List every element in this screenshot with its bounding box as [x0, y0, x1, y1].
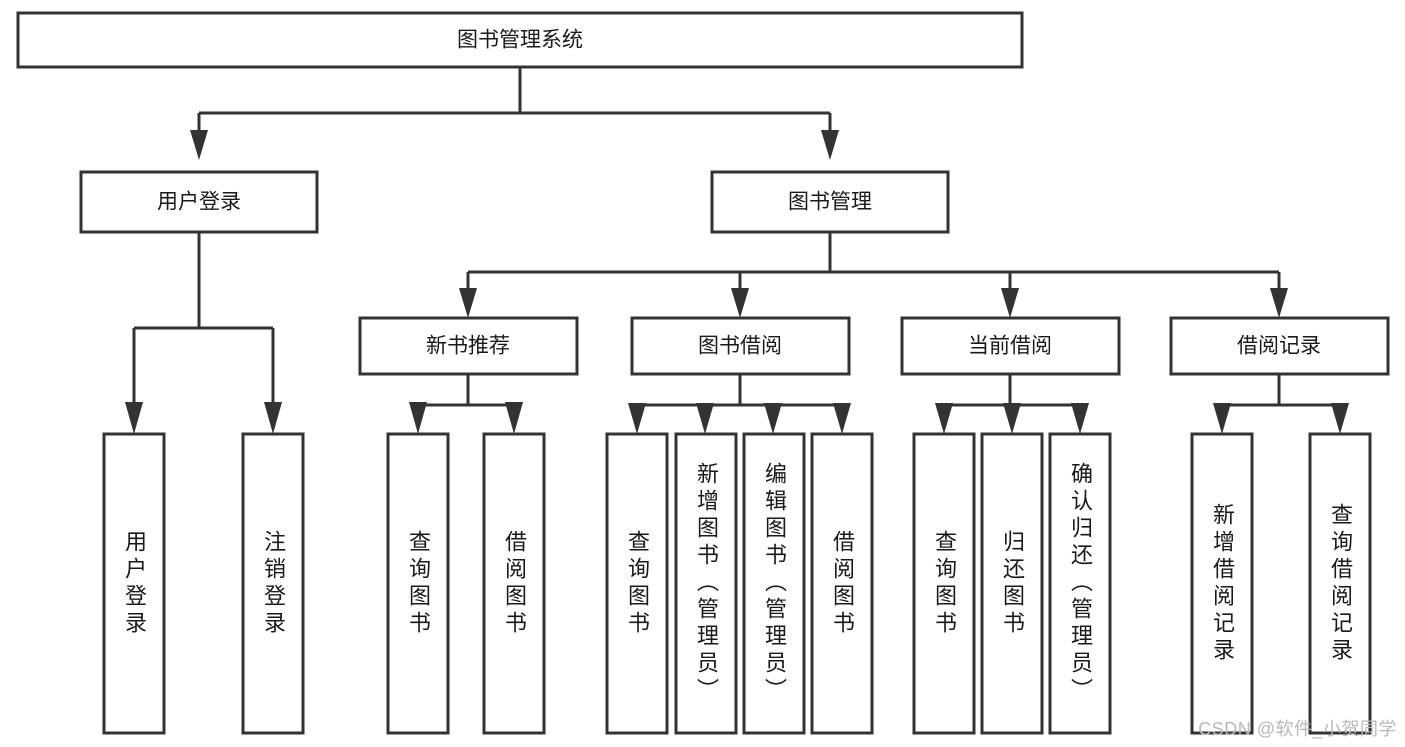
arrow-head-newbook [459, 288, 477, 318]
node-box-leaf-newbook-query[interactable] [386, 432, 450, 735]
connector-group-borrowrecord [1213, 374, 1349, 434]
arrow-head-bookmgmt [821, 130, 839, 160]
node-label-new-book-recommend: 新书推荐 [426, 335, 510, 358]
connector-group-bookmgmt [459, 232, 1288, 318]
arrow-head-userlogin [190, 130, 208, 160]
arrow-head-leaf-newbook-2 [505, 402, 523, 434]
arrow-head-borrowrecord [1270, 288, 1288, 318]
node-label-book-management: 图书管理 [788, 191, 872, 214]
node-box-leaf-bookborrow-edit[interactable] [742, 432, 806, 735]
connector-group-bookborrow [628, 374, 851, 434]
node-box-leaf-user-login-logout[interactable] [241, 432, 305, 735]
arrow-head-currentborrow [1001, 288, 1019, 318]
node-box-book-borrow[interactable] [630, 316, 851, 376]
arrow-head-leaf-currentborrow-2 [1003, 403, 1021, 434]
arrow-head-leaf-newbook-1 [409, 402, 427, 434]
connector-group-userlogin [125, 232, 282, 434]
arrow-head-leaf-user-login-1 [125, 402, 143, 434]
arrow-head-leaf-bookborrow-2 [696, 403, 714, 434]
node-label-user-login: 用户登录 [157, 191, 241, 214]
node-label-book-borrow: 图书借阅 [698, 335, 782, 358]
node-box-leaf-newbook-borrow[interactable] [482, 432, 546, 735]
arrow-head-leaf-user-login-2 [264, 402, 282, 434]
node-box-leaf-borrowrecord-query[interactable] [1308, 432, 1372, 735]
node-box-leaf-currentborrow-query[interactable] [912, 432, 976, 735]
node-box-leaf-borrowrecord-add[interactable] [1190, 432, 1254, 735]
node-box-root[interactable] [16, 11, 1024, 69]
arrow-head-leaf-bookborrow-1 [628, 403, 646, 434]
node-label-current-borrow: 当前借阅 [968, 335, 1052, 358]
node-box-new-book-recommend[interactable] [358, 316, 579, 376]
node-box-leaf-user-login-login[interactable] [102, 432, 166, 735]
connector-group-newbook [409, 374, 523, 434]
csdn-watermark: CSDN @软件_小贺同学 [1198, 719, 1397, 739]
arrow-head-bookborrow [731, 288, 749, 318]
node-label-root: 图书管理系统 [457, 29, 583, 52]
node-box-leaf-bookborrow-query[interactable] [605, 432, 669, 735]
node-label-borrow-record: 借阅记录 [1237, 335, 1321, 358]
node-box-leaf-bookborrow-borrow[interactable] [810, 432, 874, 735]
node-box-leaf-currentborrow-confirm[interactable] [1048, 432, 1112, 735]
arrow-head-leaf-bookborrow-4 [833, 403, 851, 434]
arrow-head-leaf-currentborrow-1 [935, 403, 953, 434]
node-box-leaf-bookborrow-add[interactable] [674, 432, 738, 735]
node-box-borrow-record[interactable] [1169, 316, 1390, 376]
node-box-book-management[interactable] [710, 170, 950, 234]
arrow-head-leaf-currentborrow-3 [1071, 403, 1089, 434]
arrow-head-leaf-borrowrecord-1 [1213, 403, 1231, 434]
node-box-current-borrow[interactable] [900, 316, 1121, 376]
arrow-head-leaf-bookborrow-3 [764, 403, 782, 434]
connector-group-currentborrow [935, 374, 1089, 434]
node-box-user-login[interactable] [79, 170, 319, 234]
arrow-head-leaf-borrowrecord-2 [1331, 403, 1349, 434]
node-box-leaf-currentborrow-return[interactable] [980, 432, 1044, 735]
connector-group-root [190, 67, 839, 160]
